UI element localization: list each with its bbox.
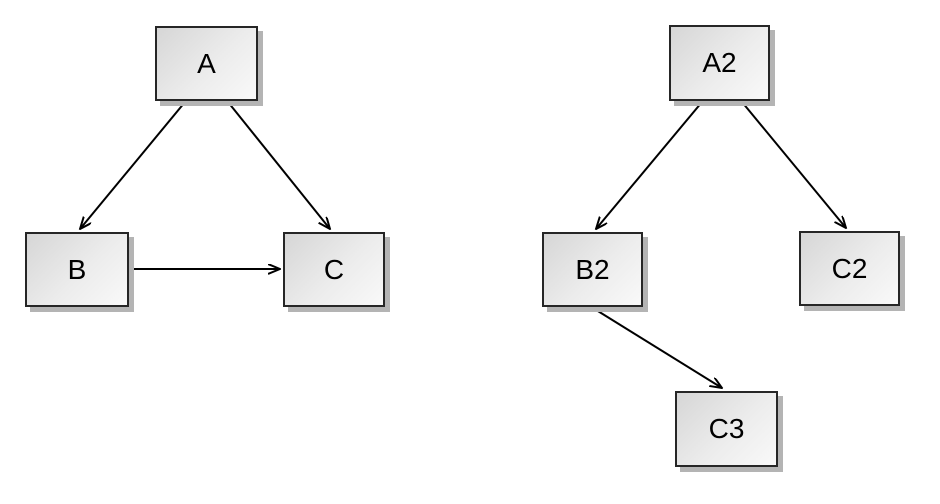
edge-a2-b2 <box>596 101 703 229</box>
node-c[interactable]: C <box>283 232 385 307</box>
node-b-label: B <box>67 253 87 285</box>
edge-a2-c2 <box>741 101 846 228</box>
node-c-label: C <box>323 253 345 285</box>
node-a2-label: A2 <box>702 47 737 78</box>
node-b2-label: B2 <box>575 253 610 285</box>
edge-a-c <box>227 101 330 229</box>
node-c2-label: C2 <box>831 252 868 284</box>
node-c3[interactable]: C3 <box>675 391 778 467</box>
node-b[interactable]: B <box>25 232 129 307</box>
node-c2[interactable]: C2 <box>799 231 900 306</box>
edge-a-b <box>80 101 186 229</box>
node-a2[interactable]: A2 <box>669 25 770 101</box>
edge-b2-c3 <box>592 307 722 388</box>
node-b2[interactable]: B2 <box>542 232 643 307</box>
node-a[interactable]: A <box>155 26 258 101</box>
node-c3-label: C3 <box>708 413 745 444</box>
node-a-label: A <box>197 47 216 79</box>
